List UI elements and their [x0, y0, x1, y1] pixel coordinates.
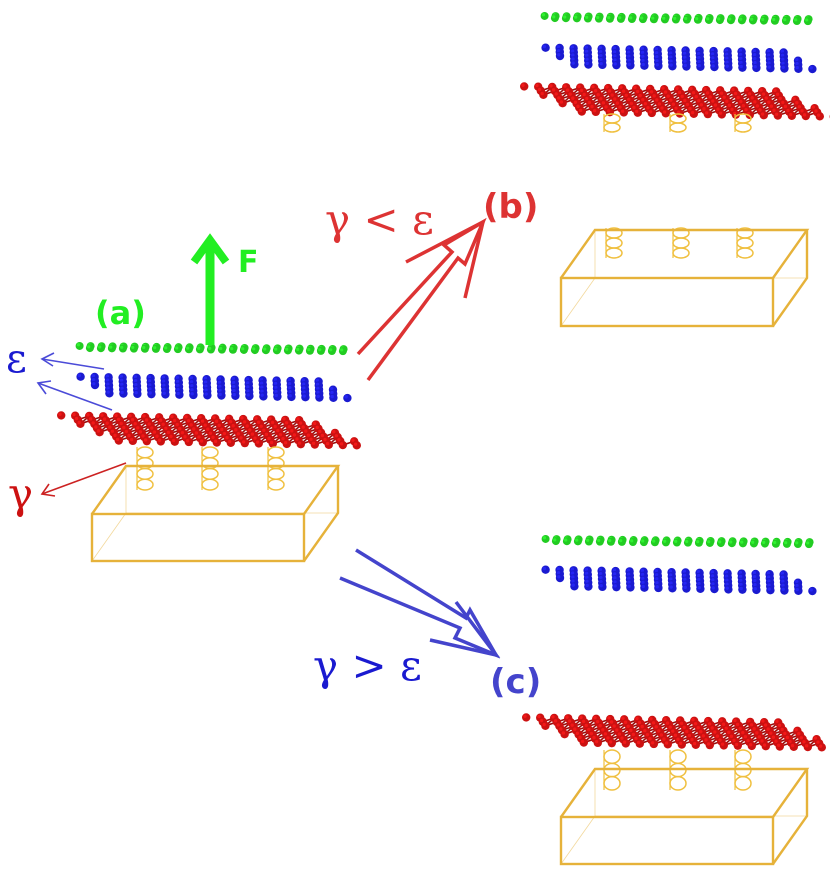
panel-c-substrate	[559, 767, 810, 866]
gamma-label: γ	[8, 469, 33, 518]
panel-b-substrate	[559, 228, 810, 328]
panel-c-bottom-layer	[522, 713, 826, 752]
panel-a-substrate	[90, 464, 341, 563]
spring	[736, 227, 754, 259]
epsilon-label: ε	[6, 336, 27, 382]
spring	[136, 446, 154, 491]
epsilon-arrows	[36, 352, 113, 411]
force-arrow	[190, 233, 230, 345]
panel-c-label: (c)	[490, 662, 541, 702]
panel-b-top-layer	[540, 11, 813, 26]
spring	[201, 446, 219, 491]
spring	[267, 446, 285, 491]
spring	[603, 113, 621, 133]
panel-b-label: (b)	[483, 187, 538, 227]
panel-a-middle-layer	[76, 372, 352, 403]
panel-a-bottom-layer	[57, 411, 361, 450]
spring	[605, 227, 623, 259]
panel-c-top-layer	[541, 534, 814, 549]
arrow-to-b	[356, 217, 487, 382]
arrow-to-c	[339, 548, 501, 659]
panel-a-springs	[136, 446, 285, 491]
gamma-arrow	[40, 462, 127, 497]
panel-b-group	[520, 11, 830, 328]
spring	[734, 113, 752, 133]
spring	[672, 227, 690, 259]
panel-c-middle-layer	[541, 565, 817, 596]
force-label: F	[238, 245, 259, 280]
panel-b-substrate-springs	[605, 227, 754, 259]
panel-b-bottom-layer	[520, 82, 830, 121]
panel-b-detached-springs	[603, 113, 752, 133]
condition-b-label: γ < ε	[325, 195, 434, 244]
panel-a-group: F (a) ε γ	[6, 233, 361, 563]
spring	[669, 113, 687, 133]
condition-c-label: γ > ε	[313, 641, 422, 690]
panel-c-group	[522, 534, 826, 866]
spring	[669, 749, 687, 791]
panel-a-label: (a)	[95, 294, 146, 332]
panel-a-top-layer	[75, 341, 348, 356]
panel-b-middle-layer	[541, 43, 817, 74]
